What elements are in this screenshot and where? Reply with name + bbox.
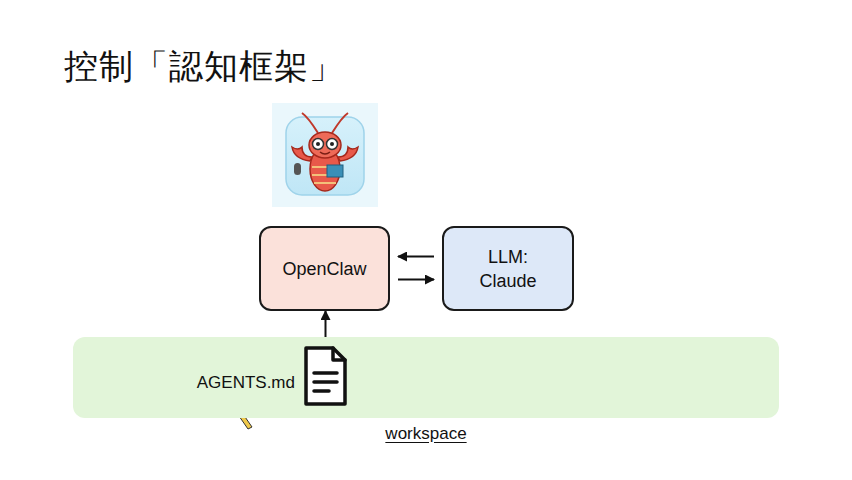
document-icon: AGENTS.md	[303, 345, 348, 407]
eye	[316, 142, 320, 146]
claw-right	[338, 147, 358, 161]
document-outline	[303, 345, 348, 407]
document-page	[306, 348, 345, 404]
band-label: workspace	[385, 424, 466, 443]
workspace-band: workspaceAGENTS.md	[73, 337, 779, 418]
icon-tile	[286, 117, 364, 195]
smile	[320, 152, 330, 154]
microphone	[294, 163, 301, 175]
model-box: LLM: Claude	[442, 226, 574, 311]
document-lines	[314, 348, 345, 391]
book	[327, 165, 343, 177]
box-label: OpenClaw	[282, 257, 366, 281]
icon-background	[272, 103, 378, 207]
arrow-connector	[398, 279, 434, 281]
process-box: OpenClaw	[259, 226, 390, 311]
arrow-connector	[398, 256, 434, 258]
lobster-illustration	[272, 103, 378, 207]
glasses-left	[313, 139, 324, 150]
glasses-right	[327, 139, 338, 150]
file-name: AGENTS.md	[197, 373, 295, 393]
lobster-head	[309, 132, 341, 158]
antenna	[302, 113, 348, 133]
eye	[330, 142, 334, 146]
claw-left	[292, 147, 312, 161]
box-label: LLM: Claude	[476, 245, 540, 293]
slide-title: 控制「認知框架」	[64, 44, 344, 90]
